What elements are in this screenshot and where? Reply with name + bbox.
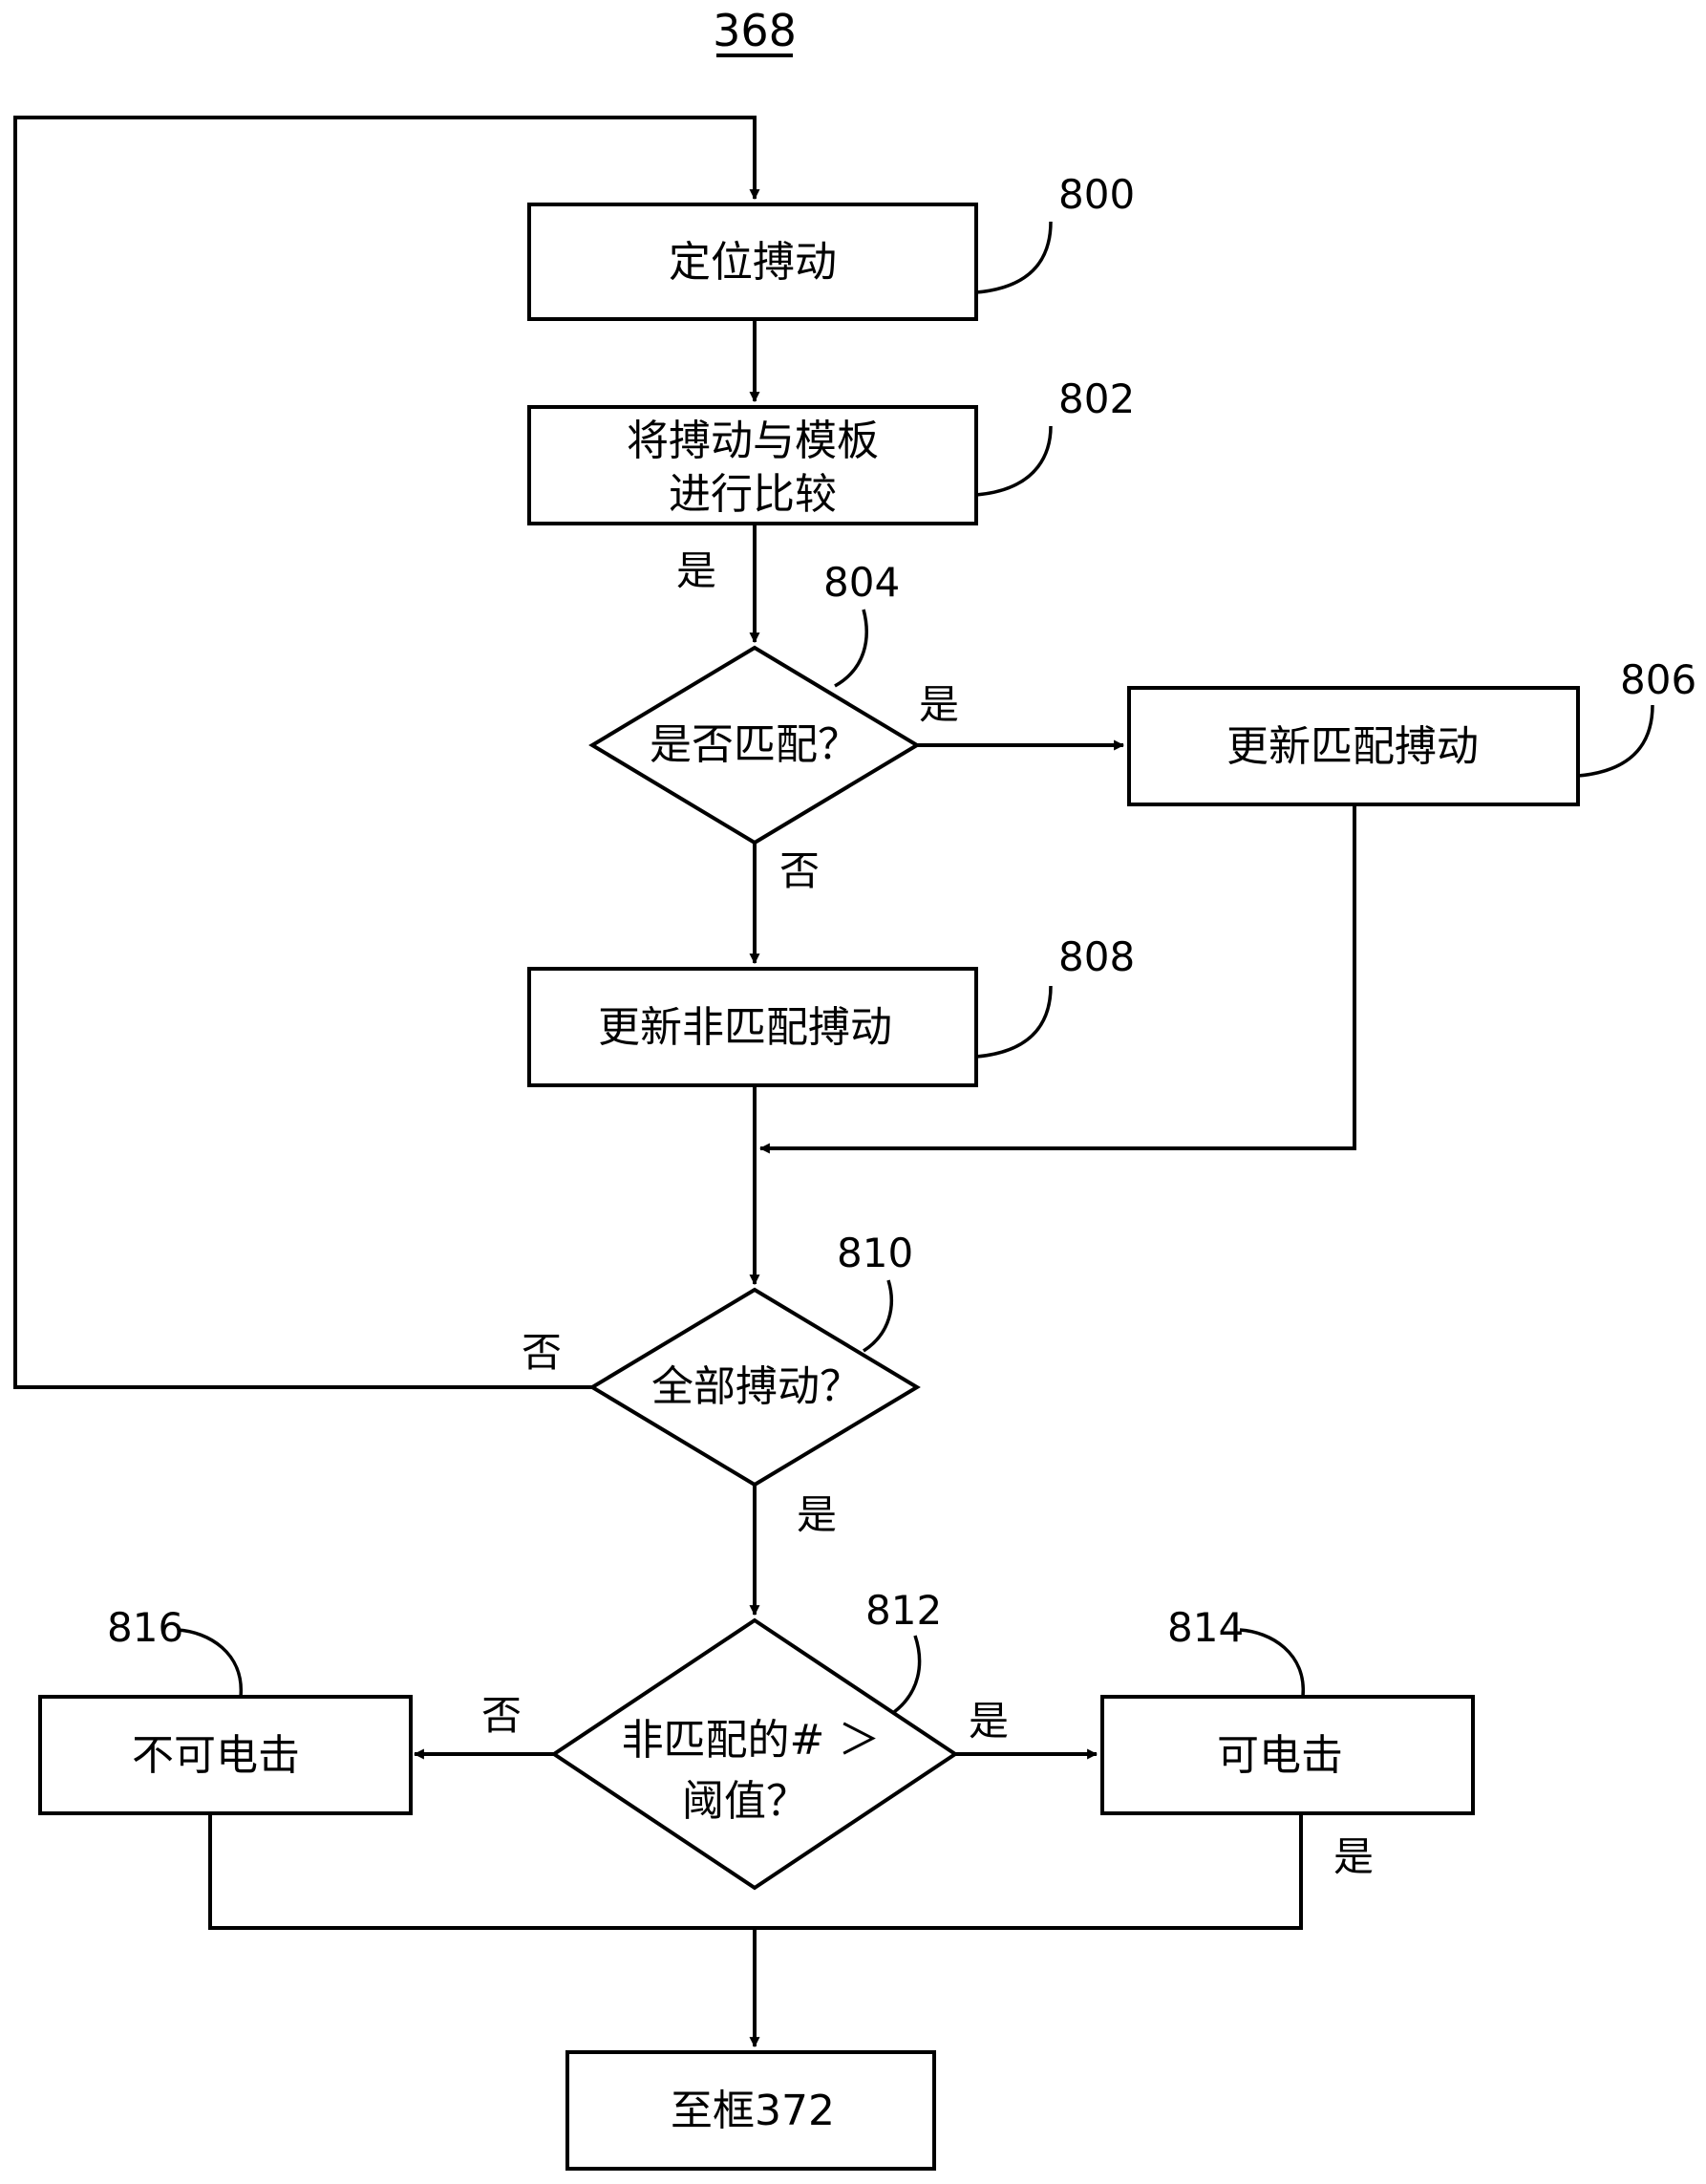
node-816-label: 不可电击	[132, 1731, 300, 1780]
ref-816: 816	[107, 1604, 183, 1651]
ref-leader-800	[975, 221, 1053, 294]
ref-802: 802	[1058, 375, 1135, 422]
ref-leader-806	[1577, 704, 1654, 778]
ref-814: 814	[1167, 1604, 1244, 1651]
node-808-label: 更新非匹配搏动	[598, 1003, 892, 1052]
figure-number: 368	[713, 5, 797, 56]
ref-leader-810	[863, 1279, 893, 1353]
ref-leader-808	[975, 985, 1053, 1059]
node-806-label: 更新匹配搏动	[1226, 722, 1479, 771]
node-812-label-line2: 阈值？	[682, 1777, 808, 1826]
node-802: 将搏动与模板 进行比较	[527, 405, 978, 525]
ref-806: 806	[1620, 656, 1696, 703]
ref-leader-804	[834, 609, 868, 688]
ref-808: 808	[1058, 933, 1135, 980]
node-810: 全部搏动？	[588, 1287, 921, 1488]
node-814-label: 可电击	[1217, 1731, 1343, 1780]
node-814: 可电击	[1100, 1695, 1475, 1815]
node-802-label-line2: 进行比较	[669, 470, 837, 519]
ref-leader-814	[1239, 1628, 1305, 1698]
edge-label-804-808: 否	[779, 847, 820, 894]
node-end: 至框372	[565, 2050, 936, 2171]
ref-leader-812	[892, 1635, 922, 1714]
node-808: 更新非匹配搏动	[527, 967, 978, 1087]
edge-label-804-806: 是	[919, 681, 959, 728]
node-800: 定位搏动	[527, 203, 978, 321]
node-812: 非匹配的# ＞ 阈值？	[550, 1617, 959, 1891]
ref-804: 804	[823, 559, 900, 606]
ref-800: 800	[1058, 171, 1135, 218]
node-806: 更新匹配搏动	[1127, 686, 1580, 806]
ref-810: 810	[837, 1230, 913, 1276]
edge-label-810-loop: 否	[522, 1329, 562, 1376]
ref-leader-802	[975, 425, 1053, 497]
node-end-label: 至框372	[671, 2087, 835, 2135]
edge-label-802-804: 是	[676, 547, 716, 594]
connector-806-merge	[758, 804, 1356, 1154]
node-804: 是否匹配？	[588, 645, 921, 846]
node-802-label-line1: 将搏动与模板	[627, 417, 879, 465]
node-816: 不可电击	[38, 1695, 413, 1815]
loop-back-connector	[13, 116, 760, 1389]
node-810-label: 全部搏动？	[651, 1362, 862, 1411]
node-812-label-line1: 非匹配的# ＞	[622, 1716, 881, 1765]
node-804-label: 是否匹配？	[650, 720, 860, 769]
node-800-label: 定位搏动	[669, 238, 837, 287]
ref-leader-816	[177, 1628, 243, 1698]
edge-label-814-end: 是	[1333, 1833, 1374, 1880]
edge-label-812-816: 否	[481, 1692, 522, 1739]
edge-label-812-814: 是	[969, 1698, 1009, 1745]
ref-812: 812	[865, 1587, 942, 1634]
edge-label-810-812: 是	[797, 1491, 837, 1538]
